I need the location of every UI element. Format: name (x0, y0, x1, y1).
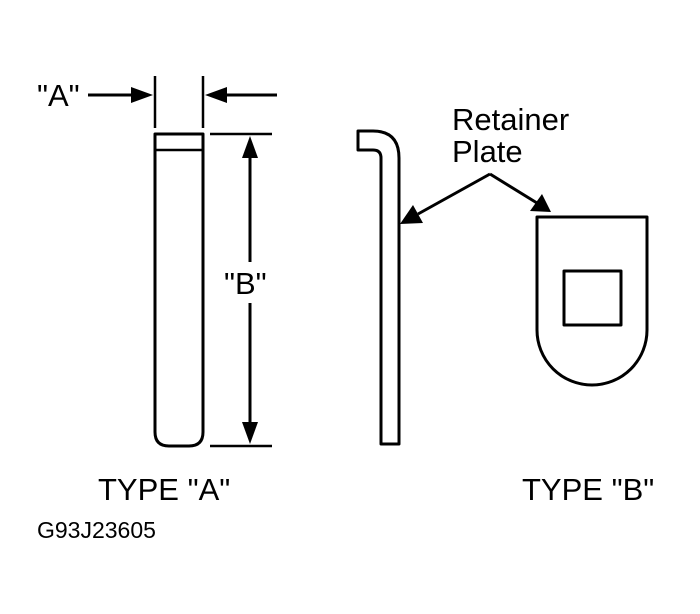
dimension-b-label: "B" (224, 266, 267, 301)
callout-leader-right (489, 172, 538, 205)
dimension-b-arrowhead-bottom (242, 422, 258, 444)
type-b-side-outline (356, 129, 401, 446)
dimension-a-label: "A" (37, 78, 80, 113)
dimension-a: "A" (37, 78, 277, 113)
type-b-plate-square-hole (562, 269, 623, 327)
callout-leader-left (417, 172, 491, 216)
type-b-plate-outline (535, 215, 649, 387)
type-b-side-view (356, 129, 401, 446)
type-a-body-outline (153, 132, 205, 448)
dimension-b-arrowhead-top (242, 136, 258, 158)
retainer-plate-label-line2: Plate (452, 134, 523, 169)
dimension-b: "B" (210, 132, 272, 448)
type-a-caption: TYPE "A" (98, 472, 230, 507)
callout-arrowhead-right (530, 194, 551, 212)
type-b-caption: TYPE "B" (522, 472, 654, 507)
figure-code: G93J23605 (37, 517, 156, 543)
dimension-a-arrowhead-right (205, 87, 227, 103)
callout-arrowhead-left (400, 205, 423, 224)
retainer-plate-callout: Retainer Plate (400, 102, 569, 224)
type-a-retainer (153, 76, 205, 448)
dimension-a-arrowhead-left (131, 87, 153, 103)
retainer-plate-label-line1: Retainer (452, 102, 569, 137)
type-b-plate (535, 215, 649, 387)
